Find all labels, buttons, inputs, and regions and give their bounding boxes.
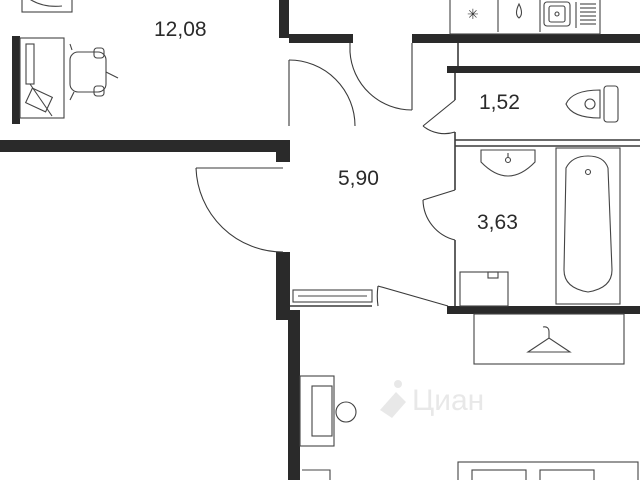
doors [195,43,456,307]
door-bath [422,189,456,241]
watermark-logo-icon [380,380,406,418]
area-labels: 12,08 5,90 1,52 3,63 [154,18,520,234]
furniture: ✳ [12,0,639,480]
wall-living-left [288,310,300,480]
door-living [292,285,449,307]
door-kitchen [349,43,413,111]
wall-bath-bottom [447,306,640,314]
watermark-text: Циан [412,384,484,417]
wall-room-right-stub [276,140,290,162]
armchair-icon [299,375,357,447]
hanger-icon [473,313,625,365]
wall-room-right-upper [279,0,289,38]
wall-kitchen-bottom-right [412,34,640,43]
kitchen-counter [449,0,601,35]
door-entrance [195,167,284,253]
washbasin-icon [480,149,536,177]
svg-text:✳: ✳ [467,7,479,23]
door-room [288,59,356,127]
office-chair-icon [69,43,119,101]
desk-icon [12,36,65,124]
wall-room-bottom [0,140,290,152]
door-wc [422,99,456,135]
room-area: 12,08 [154,18,207,41]
bathtub-icon [555,147,621,305]
stove-icon: ✳ [467,7,479,23]
wall-kitchen-bottom [289,34,353,43]
fridge-icon [515,2,523,19]
watermark: Циан [380,380,484,418]
wc-area: 1,52 [479,91,520,114]
toilet-icon [565,85,619,123]
side-table [302,469,331,480]
partitions [290,43,640,307]
wardrobe-icon [21,0,73,13]
hall-area: 5,90 [338,167,379,190]
washing-machine-icon [459,271,509,307]
wall-wc-top [447,66,640,73]
bath-area: 3,63 [477,211,518,234]
wall-hall-left [276,252,290,320]
sink-icon [543,1,596,28]
bed-icon [457,461,639,480]
